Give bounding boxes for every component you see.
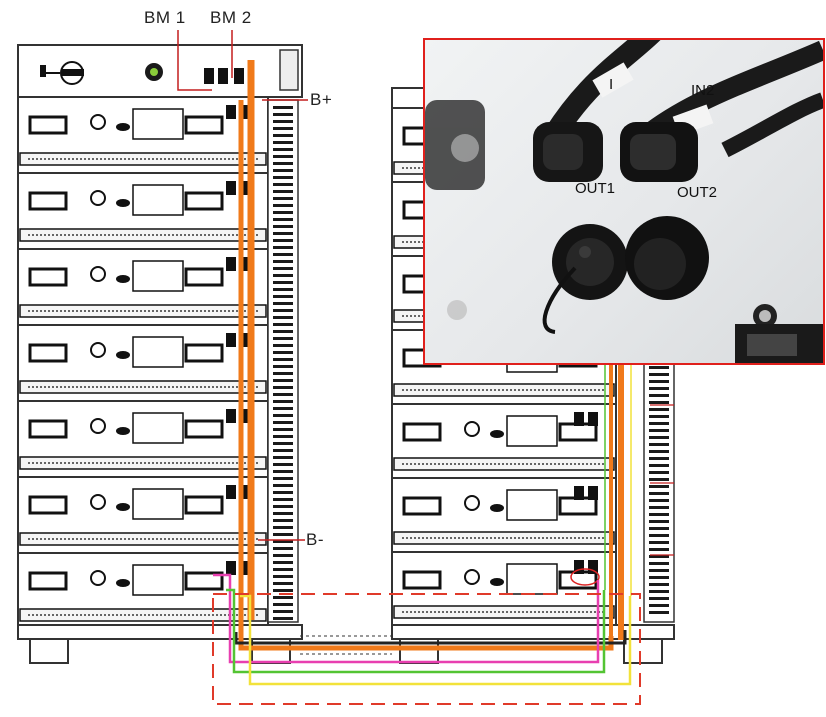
right-battery-module	[391, 477, 617, 553]
bm1-leader-line	[177, 30, 212, 91]
left-foot-1	[29, 638, 69, 664]
left-vent-column	[267, 99, 299, 623]
right-vent-column	[643, 359, 675, 623]
left-battery-module	[17, 248, 269, 326]
in1-label: I	[609, 76, 614, 93]
right-base	[391, 624, 675, 640]
display-icon	[145, 63, 163, 81]
left-battery-module	[17, 324, 269, 402]
bottom-dashed-frame	[212, 593, 641, 705]
left-base	[17, 624, 303, 640]
in2-label: IN2	[691, 82, 715, 99]
right-battery-module	[391, 403, 617, 479]
highlight-connector-marker	[570, 568, 600, 586]
right-red-ticks	[650, 404, 674, 556]
power-switch-icon	[46, 61, 84, 85]
left-battery-module	[17, 476, 269, 554]
out1-label: OUT1	[575, 180, 616, 197]
left-side-plate	[279, 49, 299, 91]
in1-connector	[533, 122, 603, 182]
left-battery-stack	[17, 44, 303, 664]
blurred-screw-left	[447, 300, 467, 320]
connector-closeup-inset: I IN2 OUT1 OUT2	[423, 38, 825, 365]
left-battery-modules	[17, 96, 269, 630]
bm-connectors	[204, 68, 244, 84]
left-battery-module	[17, 96, 269, 174]
right-battery-module	[391, 551, 617, 627]
left-blurred-connector	[425, 100, 485, 190]
b-plus-label: B+	[310, 90, 333, 109]
bottom-black-cable	[234, 630, 627, 645]
left-battery-module	[17, 172, 269, 250]
yellow-cable	[240, 594, 632, 686]
bracket-bottom-right	[735, 304, 823, 363]
left-indicator	[40, 65, 46, 77]
magenta-cable	[213, 573, 600, 664]
left-battery-module	[17, 400, 269, 478]
out1-connector	[542, 224, 628, 334]
cables	[177, 30, 674, 705]
closeup-drawing	[425, 40, 823, 363]
b-minus-label: B-	[306, 530, 324, 549]
in2-connector	[620, 122, 698, 182]
bm1-label: BM 1	[144, 8, 186, 27]
green-cable	[226, 588, 606, 674]
out2-connector	[625, 216, 709, 300]
bm2-label: BM 2	[210, 8, 252, 27]
out2-label: OUT2	[677, 184, 718, 201]
